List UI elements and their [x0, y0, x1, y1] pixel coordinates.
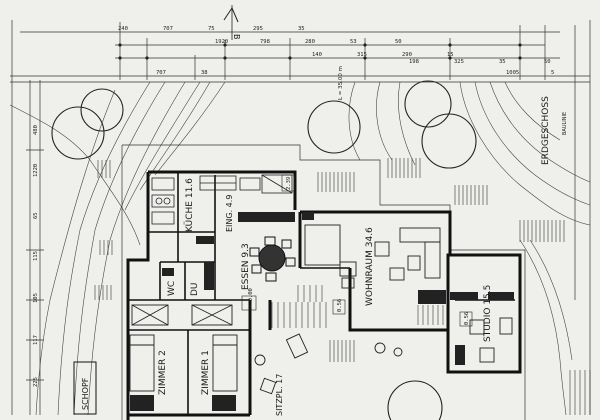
top-dimension-label: 295: [253, 26, 263, 32]
room-label-sitzplatz: SITZPL. 17: [275, 374, 284, 416]
dining-table: [249, 236, 296, 282]
left-dimension-label: 65: [33, 212, 39, 219]
top-dimension-label: 280: [305, 39, 315, 45]
exterior-walls: [126, 170, 522, 420]
level-tags: + 0.00 0.56 0.56 2.39: [241, 174, 473, 327]
left-dimension-label: 115: [33, 251, 39, 261]
top-dimension-labels: 240 1920 140 198 1005 707 798 315 325 5 75 280 290 35…: [118, 26, 554, 76]
top-dimension-label: 240: [118, 26, 128, 32]
top-dimension-label: 290: [402, 52, 412, 58]
room-label-studio: STUDIO 15.5: [483, 285, 493, 342]
north-marker-label: B: [232, 34, 241, 40]
top-dimension-label: 325: [454, 59, 464, 65]
schopf-box: [73, 361, 97, 415]
left-dimension-label: 117: [33, 335, 39, 345]
level-tag-1: 0.56: [337, 299, 343, 312]
top-dimension-label: 50: [544, 59, 551, 65]
left-dimension-labels: 480 1220 65 115 105 117 225: [33, 125, 39, 387]
top-dimension-label: 35: [298, 26, 305, 32]
top-dimension-label: 35: [499, 59, 506, 65]
top-dimension-label: 707: [156, 70, 166, 76]
floor-label: ERDGESCHOSS: [541, 96, 551, 165]
terrace-steps: [94, 158, 591, 415]
dimension-note: L = 35.00 m: [338, 66, 344, 100]
room-label-eingang: EING. 4.9: [225, 195, 234, 232]
dimension-ticks: [118, 43, 522, 60]
corner-note: BAULINIE: [562, 112, 568, 135]
annex-label-schopf: SCHOPF: [81, 377, 90, 410]
top-dimension-label: 1005: [506, 70, 519, 76]
top-dimension-label: 140: [312, 52, 322, 58]
terrain-contours: [9, 81, 591, 416]
level-tag-3: 2.39: [286, 177, 292, 190]
room-label-essen: ESSEN 9.3: [241, 243, 251, 290]
north-marker: B: [223, 5, 241, 40]
top-dimension-label: 38: [201, 70, 208, 76]
top-dimension-label: 53: [350, 39, 357, 45]
bedroom-furniture: [129, 304, 238, 392]
top-dimension-label: 315: [357, 52, 367, 58]
top-dimension-label: 50: [395, 39, 402, 45]
top-dimension-label: 1920: [215, 39, 228, 45]
top-dimension-label: 798: [260, 39, 270, 45]
room-label-wc: WC: [167, 281, 177, 296]
level-tag-0: + 0.00: [248, 288, 254, 308]
top-dimension-label: 5: [551, 70, 554, 76]
kitchen-fixtures: [151, 174, 293, 225]
living-furniture: [254, 224, 513, 395]
room-label-wohnraum: WOHNRAUM 34.6: [365, 227, 375, 306]
left-dimension-label: 480: [33, 125, 39, 135]
wall-fills: [130, 212, 514, 411]
room-labels: KÜCHE 11.6 EING. 4.9 ESSEN 9.3 WOHNRAUM …: [81, 66, 568, 416]
room-label-zimmer1: ZIMMER 1: [201, 350, 211, 395]
room-label-zimmer2: ZIMMER 2: [158, 350, 168, 395]
room-label-du: DU: [190, 282, 200, 296]
trees: [51, 80, 477, 420]
room-label-kueche: KÜCHE 11.6: [184, 178, 195, 232]
level-tag-2: 0.56: [464, 312, 470, 325]
top-dimension-label: 707: [163, 26, 173, 32]
left-dimension-label: 225: [33, 377, 39, 387]
top-dimension-label: 198: [409, 59, 419, 65]
left-dimension-label: 1220: [33, 164, 39, 177]
top-dimension-label: 15: [447, 52, 454, 58]
terrace-outline: [121, 144, 526, 420]
left-dimension-label: 105: [33, 293, 39, 303]
top-dimension-label: 75: [208, 26, 215, 32]
